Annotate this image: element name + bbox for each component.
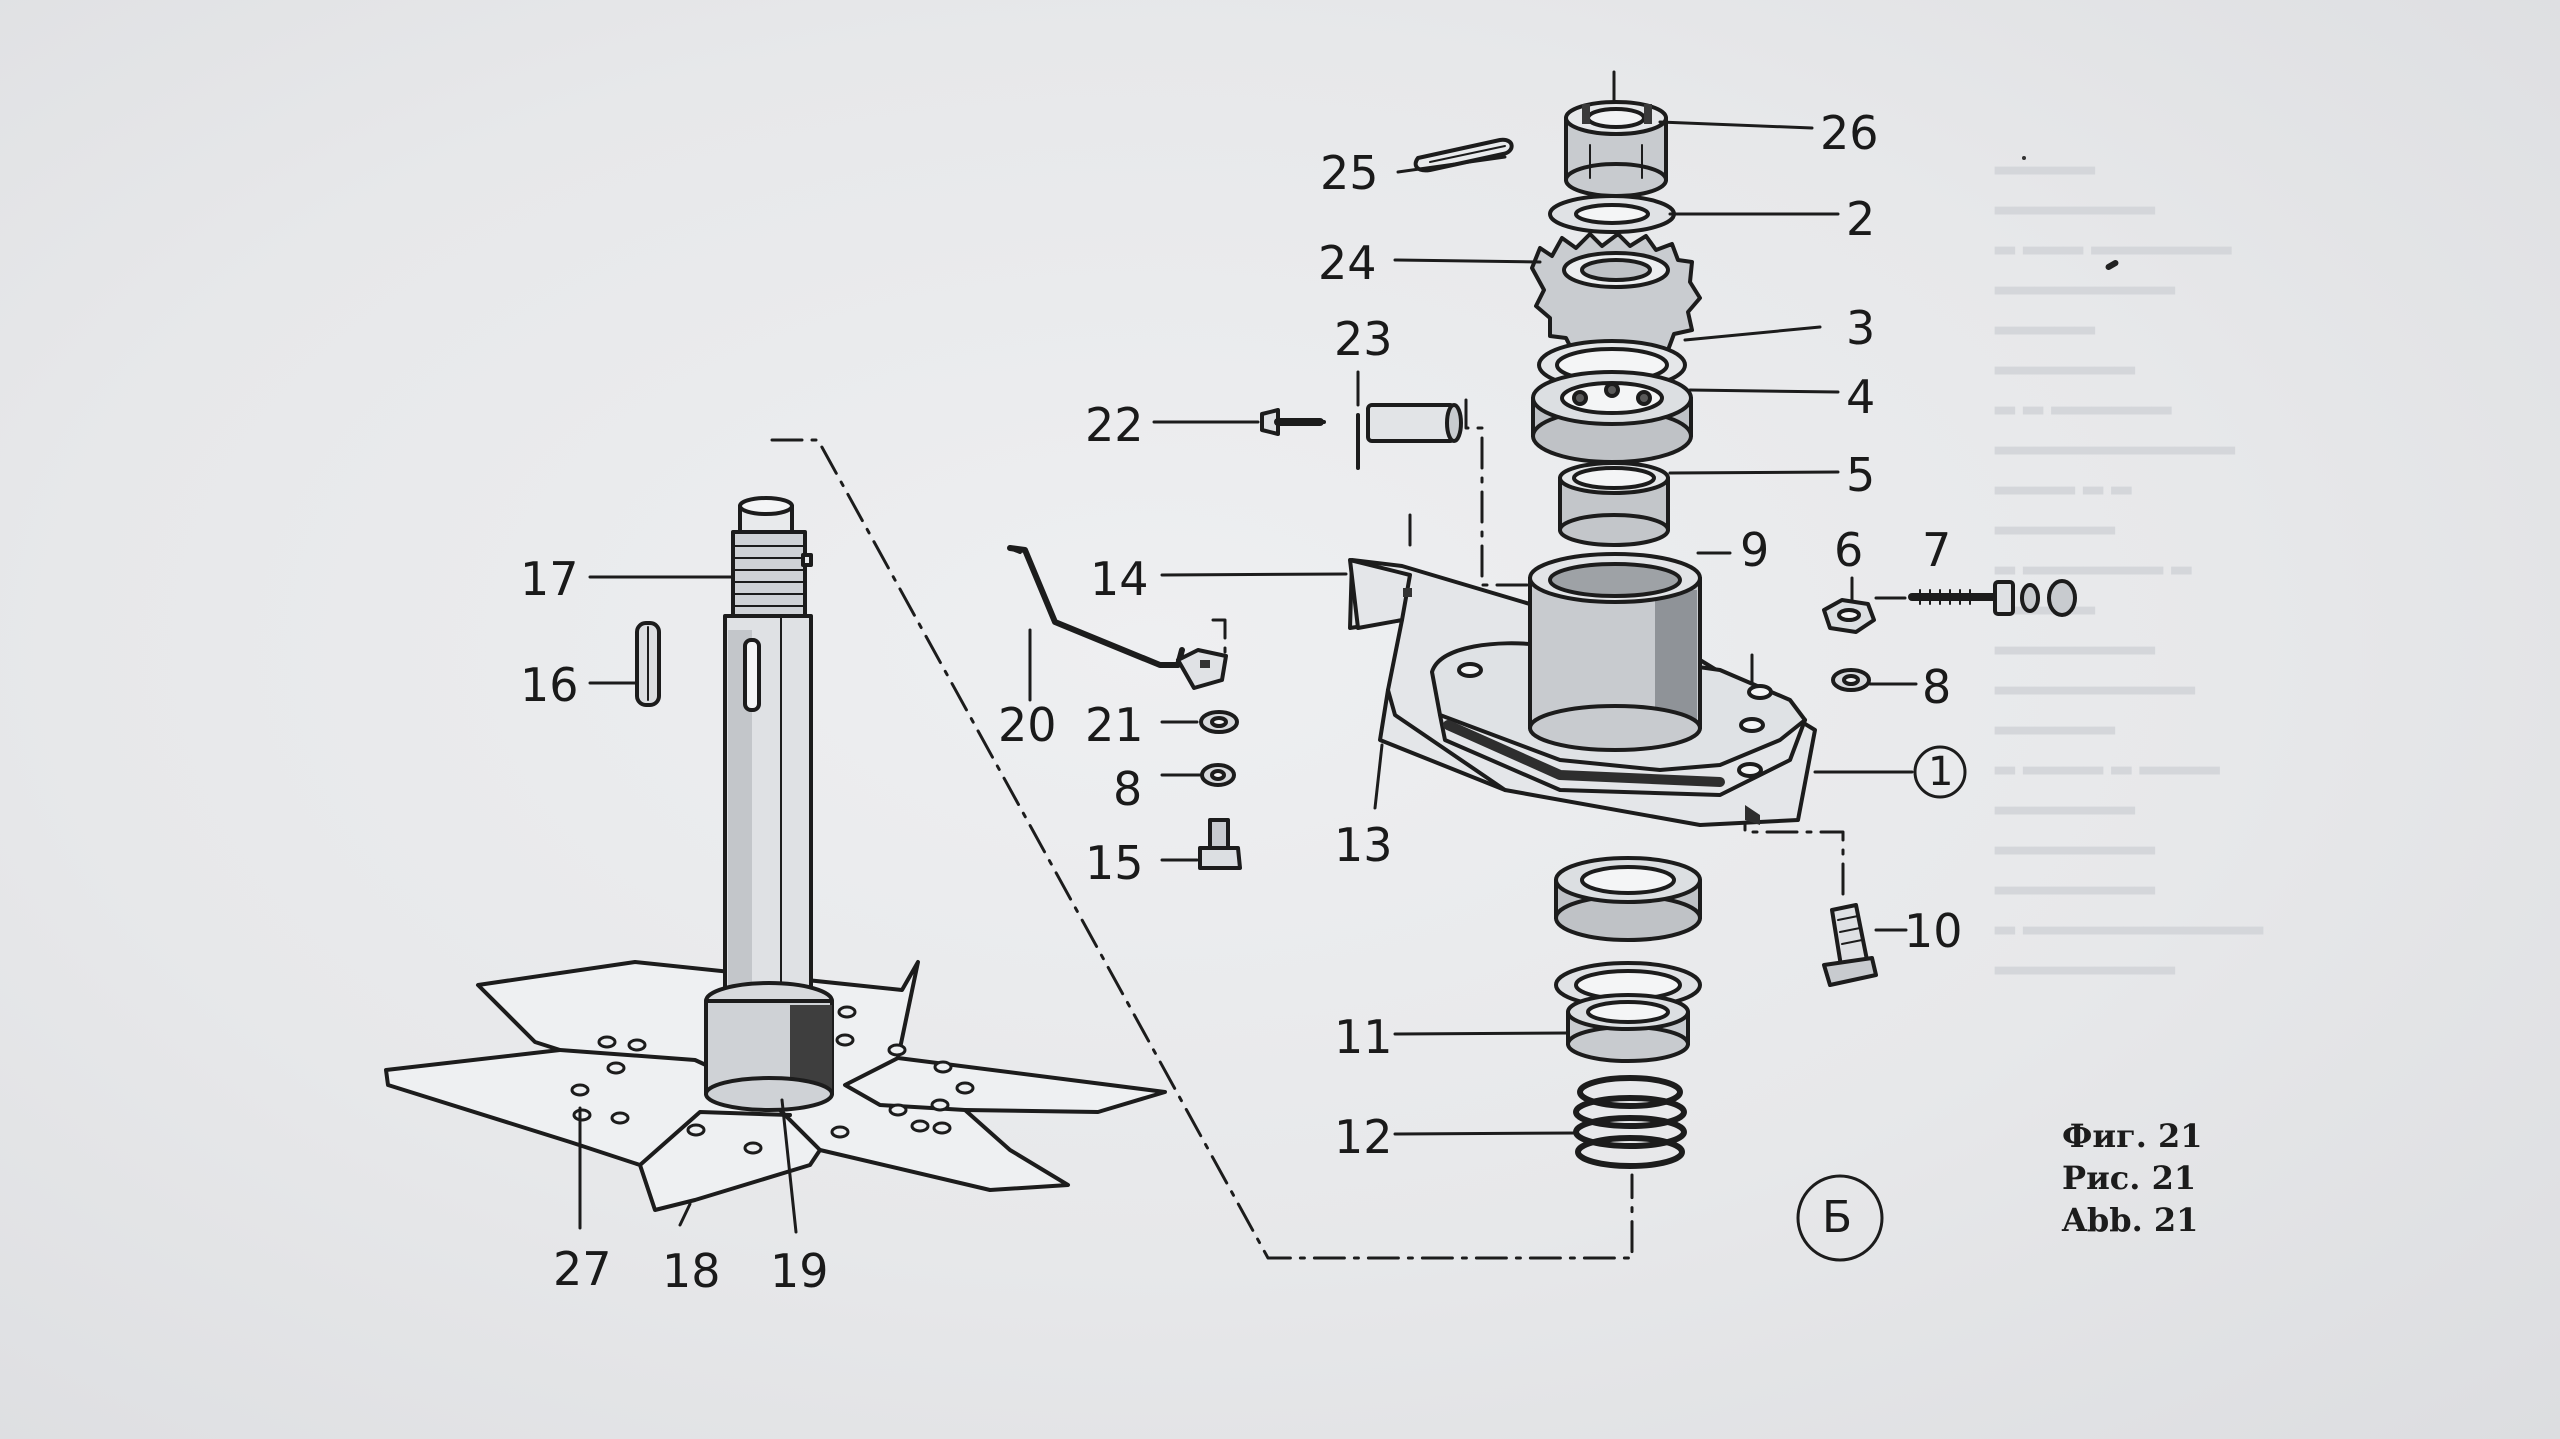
- callout-10: 10: [1904, 904, 1963, 958]
- callout-2: 2: [1846, 192, 1876, 246]
- hub: [704, 981, 834, 1112]
- leader-lines: [578, 120, 1918, 1234]
- cup-11: [1554, 961, 1702, 1063]
- pin-23: [1356, 403, 1463, 470]
- callout-15: 15: [1085, 836, 1144, 890]
- ink-speck: [2022, 156, 2026, 160]
- callout-21: 21: [1085, 698, 1144, 752]
- callout-8-right: 8: [1922, 660, 1952, 714]
- callout-9: 9: [1740, 523, 1770, 577]
- callout-12: 12: [1334, 1110, 1393, 1164]
- callout-5: 5: [1846, 448, 1876, 502]
- callout-8-left: 8: [1113, 762, 1143, 816]
- lower-bearing: [1554, 856, 1702, 942]
- bolt-7: [1908, 579, 2077, 617]
- screw-15: [1198, 818, 1242, 870]
- figure-caption-bg: Фиг. 21: [2062, 1117, 2203, 1155]
- callout-3: 3: [1846, 301, 1876, 355]
- sprocket: [1530, 232, 1702, 362]
- callout-22: 22: [1085, 398, 1144, 452]
- callout-11: 11: [1334, 1010, 1393, 1064]
- washer-21: [1199, 710, 1239, 734]
- screw-22: [1260, 408, 1326, 436]
- bearing-housing: [1528, 552, 1702, 752]
- callout-4: 4: [1846, 370, 1876, 424]
- callout-14: 14: [1090, 552, 1149, 606]
- shaft: [723, 496, 813, 1003]
- blade-holes: [570, 1005, 975, 1155]
- callout-26: 26: [1820, 106, 1879, 160]
- key-16: [635, 621, 661, 707]
- callout-25: 25: [1320, 146, 1379, 200]
- washer-8-left: [1200, 763, 1236, 787]
- castle-nut: [1564, 100, 1668, 198]
- callout-13: 13: [1334, 818, 1393, 872]
- sleeve-5: [1558, 461, 1670, 547]
- bearing-4: [1531, 370, 1693, 464]
- view-b-label: Б: [1822, 1192, 1853, 1243]
- washer-2: [1548, 194, 1676, 234]
- callout-6: 6: [1834, 523, 1864, 577]
- callout-16: 16: [520, 658, 579, 712]
- callout-24: 24: [1318, 236, 1377, 290]
- view-b-circle: [1796, 1174, 1884, 1262]
- callout-1: 1: [1928, 749, 1954, 795]
- rod-20: [1007, 545, 1228, 690]
- callout-27: 27: [553, 1242, 612, 1296]
- spring-12: [1573, 1075, 1687, 1169]
- nut-6: [1822, 598, 1876, 634]
- callout-7: 7: [1922, 523, 1952, 577]
- callout-19: 19: [770, 1244, 829, 1298]
- bracket-14: [1348, 558, 1412, 630]
- figure-caption-de: Abb. 21: [2062, 1201, 2199, 1239]
- figure-caption-ru: Рис. 21: [2062, 1159, 2197, 1197]
- cotter-pin: [1413, 137, 1514, 173]
- callout-18: 18: [662, 1244, 721, 1298]
- callout-20: 20: [998, 698, 1057, 752]
- callout-circle-1: [1913, 745, 1967, 799]
- washer-8-right: [1831, 668, 1871, 692]
- bolt-10: [1822, 903, 1878, 987]
- callout-17: 17: [520, 552, 579, 606]
- callout-23: 23: [1334, 312, 1393, 366]
- bleed-through-text: ▂▂▂▂▂▂▂▂▂▂▂▂▂▂ ▂▂▂ ▂▂▂▂▂▂▂▂▂▂▂▂▂▂▂▂▂▂▂▂▂…: [1995, 145, 2264, 975]
